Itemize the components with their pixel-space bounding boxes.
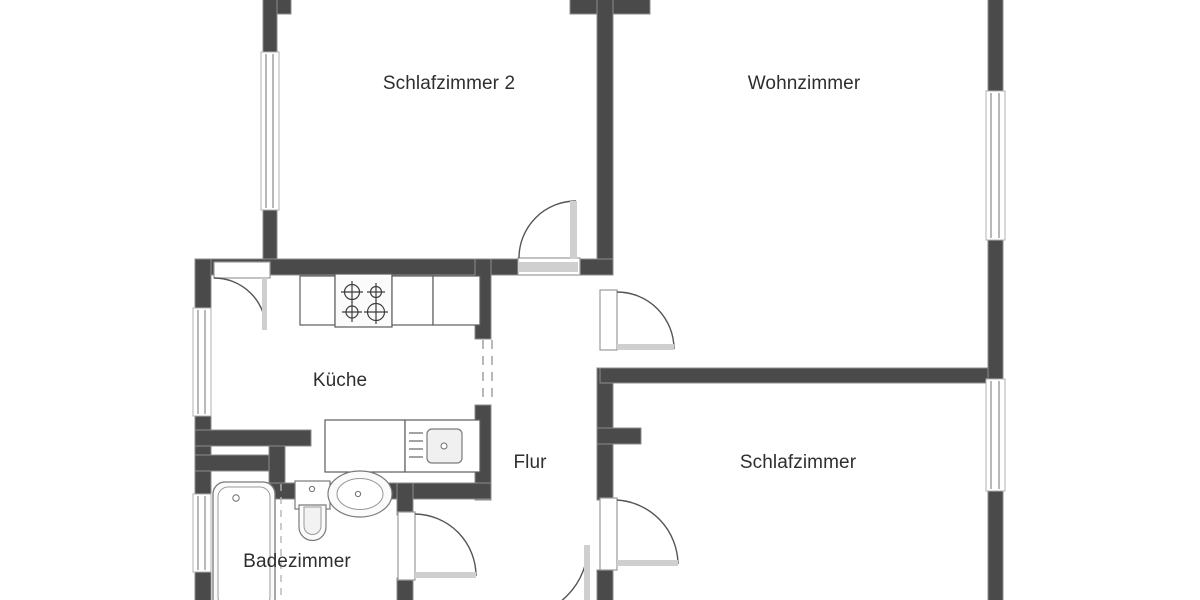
window-schlafzimmer2 xyxy=(260,51,280,211)
kitchen-counter-top xyxy=(299,273,481,328)
door-schlafzimmer[interactable] xyxy=(599,497,679,571)
wall-left-exterior-upper xyxy=(194,258,212,310)
kitchen-sink-counter xyxy=(324,419,481,473)
stove-burners-icon xyxy=(341,281,388,324)
room-label-schlafzimmer: Schlafzimmer xyxy=(739,452,857,473)
toilet-icon xyxy=(294,480,331,542)
door-badezimmer[interactable] xyxy=(397,511,477,581)
room-label-badezimmer: Badezimmer xyxy=(243,551,351,572)
fixtures-group xyxy=(212,273,481,600)
door-kueche-entry[interactable] xyxy=(213,261,271,331)
bathtub-icon xyxy=(212,481,276,600)
opening-kueche-flur xyxy=(482,340,493,404)
wall-schlafzimmer2-left-upper xyxy=(262,0,278,54)
door-wohnzimmer[interactable] xyxy=(599,289,675,351)
window-wohnzimmer xyxy=(985,90,1006,241)
door-schlafzimmer2[interactable] xyxy=(517,200,581,276)
room-label-kueche: Küche xyxy=(312,370,368,391)
wall-left-exterior-lower xyxy=(194,569,212,600)
sink-drainboard-icon xyxy=(409,432,423,458)
door-flur-bottom[interactable] xyxy=(516,544,590,600)
wall-center-vertical-top xyxy=(596,0,614,269)
window-kueche xyxy=(192,307,212,417)
windows-group xyxy=(192,51,1006,600)
wall-flur-right-lower xyxy=(596,443,614,501)
wall-bath-top-outer xyxy=(194,429,312,447)
wall-right-exterior-lower xyxy=(987,488,1004,600)
room-label-schlafzimmer-2: Schlafzimmer 2 xyxy=(382,73,516,94)
doors-group xyxy=(213,200,679,600)
wall-right-exterior-mid xyxy=(987,238,1004,381)
wall-flur-right-bottom xyxy=(596,569,614,600)
wall-bath-doorjamb-top xyxy=(396,482,414,516)
room-label-flur: Flur xyxy=(513,452,547,473)
wall-horizontal-mid-right xyxy=(599,367,1004,384)
window-schlafzimmer xyxy=(985,378,1006,492)
room-label-wohnzimmer: Wohnzimmer xyxy=(747,73,861,94)
wall-flur-right-jog xyxy=(596,427,642,445)
wall-bath-doorjamb-bottom xyxy=(396,577,414,600)
wall-schlafzimmer2-left-lower xyxy=(262,208,278,268)
window-badezimmer xyxy=(192,493,212,573)
wall-right-exterior-top xyxy=(987,0,1004,93)
sink-icon xyxy=(426,428,463,464)
washbasin-icon xyxy=(327,470,393,518)
